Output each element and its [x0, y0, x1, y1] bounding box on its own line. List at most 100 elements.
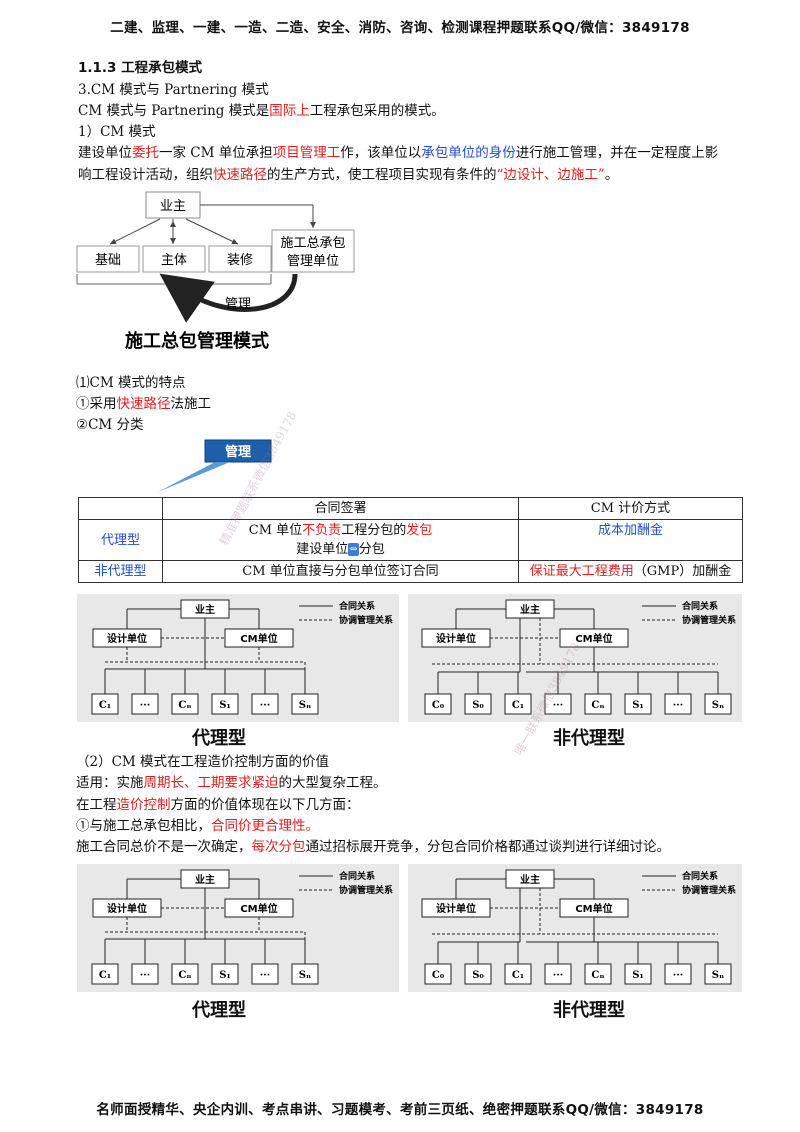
sub-label: C₁ [99, 700, 111, 711]
value-heading: （2）CM 模式在工程造价控制方面的价值 [76, 754, 330, 770]
label-main: 主体 [161, 253, 187, 268]
sub-box [504, 693, 532, 715]
value-line: 在工程造价控制方面的价值体现在以下几方面： [76, 797, 360, 813]
page-footer: 名师面授精华、央企内训、考点串讲、习题模考、考前三页纸、绝密押题联系QQ/微信：… [96, 1102, 704, 1118]
para1-line2: 响工程设计活动，组织快速路径的生产方式，使工程项目实现有条件的“边设计、边施工”… [78, 167, 619, 183]
cm-heading: 1）CM 模式 [78, 124, 156, 140]
bidirectional-arrow-icon: ⇔ [348, 543, 359, 556]
callout-label: 管理 [225, 444, 251, 460]
value-1: ①与施工总承包相比，合同价更合理性。 [76, 818, 319, 834]
org-owner: 业主 [195, 873, 215, 886]
box-main [142, 245, 206, 273]
sub-box [91, 963, 119, 985]
org-cm: CM单位 [240, 902, 277, 915]
row-nonagent-type: 非代理型 [78, 560, 163, 583]
label-foundation: 基础 [95, 253, 121, 268]
sub-label: Sₙ [299, 970, 311, 981]
legend-coord: 协调管理关系 [339, 614, 393, 626]
sub-label: Cₙ [591, 970, 604, 981]
sub-box [291, 693, 319, 715]
sub-box [584, 963, 612, 985]
sub-label: S₁ [632, 700, 644, 711]
sub-box [91, 693, 119, 715]
org-design: 设计单位 [107, 902, 147, 915]
para1-line1: 建设单位委托一家 CM 单位承担项目管理工作，该单位以承包单位的身份进行施工管理… [78, 145, 719, 161]
header-price: CM 计价方式 [518, 497, 743, 520]
sub-label: Sₙ [299, 700, 311, 711]
owner-label: 业主 [160, 199, 186, 214]
sub-label: ··· [140, 700, 150, 711]
sub-box [544, 693, 572, 715]
sub-box [251, 963, 279, 985]
sub-label: ··· [553, 970, 563, 981]
sub-box [704, 963, 732, 985]
org-cm: CM单位 [575, 632, 612, 645]
row-agent-contract: CM 单位不负责工程分包的发包 建设单位⇔分包 [162, 519, 519, 561]
sub-title: 3.CM 模式与 Partnering 模式 [78, 82, 269, 98]
feature-2: ②CM 分类 [76, 417, 144, 433]
sub-box [424, 963, 452, 985]
sub-box [171, 693, 199, 715]
sub-box [291, 963, 319, 985]
sub-box [704, 693, 732, 715]
sub-box [131, 963, 159, 985]
legend-coord: 协调管理关系 [682, 614, 736, 626]
sub-label: ··· [260, 700, 270, 711]
label-decoration: 装修 [227, 253, 253, 268]
header-contract: 合同签署 [162, 497, 519, 520]
sub-label: ··· [553, 700, 563, 711]
org-cm: CM单位 [240, 632, 277, 645]
sub-box [464, 693, 492, 715]
sub-box [584, 693, 612, 715]
sub-box [464, 963, 492, 985]
diagram1-caption: 施工总包管理模式 [125, 330, 269, 352]
caption-agent-2: 代理型 [192, 1000, 246, 1021]
sub-label: S₁ [219, 700, 231, 711]
legend-contract: 合同关系 [339, 870, 375, 882]
sub-box [624, 963, 652, 985]
sub-label: Cₙ [591, 700, 604, 711]
legend-contract: 合同关系 [682, 870, 718, 882]
apply-line: 适用：实施周期长、工期要求紧迫的大型复杂工程。 [76, 775, 387, 791]
row-nonagent-contract: CM 单位直接与分包单位签订合同 [162, 560, 519, 583]
legend-coord: 协调管理关系 [682, 884, 736, 896]
sub-label: C₁ [99, 970, 111, 981]
sub-label: C₀ [432, 970, 445, 981]
sub-label: S₁ [632, 970, 644, 981]
cm-classification-table: 合同签署 CM 计价方式 代理型 CM 单位不负责工程分包的发包 建设单位⇔分包… [78, 497, 743, 583]
page-header: 二建、监理、一建、一造、二造、安全、消防、咨询、检测课程押题联系QQ/微信：38… [110, 20, 690, 36]
owner-box [145, 191, 201, 219]
org-design: 设计单位 [436, 902, 476, 915]
gc-label-1: 施工总承包 [280, 236, 345, 251]
sub-label: Cₙ [178, 700, 191, 711]
features-heading: ⑴CM 模式的特点 [76, 375, 186, 391]
management-callout: 管理 [158, 439, 272, 492]
sub-box [664, 963, 692, 985]
caption-nonagent-2: 非代理型 [553, 1000, 625, 1021]
sub-box [664, 693, 692, 715]
box-decoration [208, 245, 272, 273]
sub-label: S₀ [472, 970, 484, 981]
org-owner: 业主 [195, 603, 215, 616]
gc-box [271, 229, 355, 273]
value-para: 施工合同总价不是一次确定，每次分包通过招标展开竞争，分包合同价格都通过谈判进行详… [76, 839, 670, 855]
sub-label: Sₙ [712, 970, 724, 981]
feature-1: ①采用快速路径法施工 [76, 396, 211, 412]
org-owner: 业主 [520, 873, 540, 886]
sub-box [131, 693, 159, 715]
sub-box [504, 963, 532, 985]
sub-label: Sₙ [712, 700, 724, 711]
org-design: 设计单位 [436, 632, 476, 645]
sub-label: C₁ [512, 970, 524, 981]
legend-contract: 合同关系 [682, 600, 718, 612]
caption-agent-1: 代理型 [192, 728, 246, 749]
row-nonagent-price: 保证最大工程费用（GMP）加酬金 [518, 560, 743, 583]
sub-label: ··· [140, 970, 150, 981]
row-agent-price: 成本加酬金 [518, 519, 743, 561]
sub-box [544, 963, 572, 985]
